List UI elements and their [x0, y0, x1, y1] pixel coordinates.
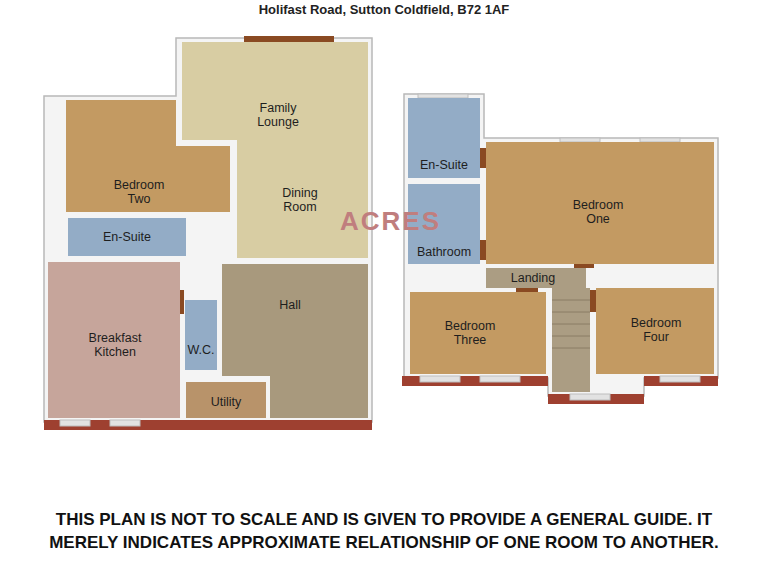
room-area: Hall	[222, 264, 368, 376]
room-label: Bedroom Two	[104, 178, 174, 207]
room-label: Landing	[511, 271, 556, 285]
room-area: Utility	[186, 382, 266, 418]
hall-extension	[270, 376, 368, 418]
stair-well	[552, 288, 590, 392]
room-area: Bedroom Four	[596, 288, 714, 374]
room-label: Hall	[279, 298, 301, 312]
bedroom-extension	[176, 146, 230, 212]
room-label: Bedroom Four	[621, 316, 691, 345]
room-label: Breakfast Kitchen	[75, 331, 155, 360]
room-area: W.C.	[185, 300, 216, 370]
room-area: En-Suite	[408, 98, 480, 178]
room-area: En-Suite	[68, 218, 186, 256]
plan-title: Holifast Road, Sutton Coldfield, B72 1AF	[0, 2, 768, 17]
watermark: ACRES	[340, 206, 441, 236]
plan-disclaimer: THIS PLAN IS NOT TO SCALE AND IS GIVEN T…	[24, 508, 744, 554]
ground-floor-walls	[44, 38, 372, 422]
room-label: Dining Room	[270, 186, 330, 215]
stair-treads	[552, 300, 590, 348]
room-label: En-Suite	[103, 230, 151, 244]
room-area: Dining Room	[237, 140, 368, 258]
room-area: Bedroom Three	[410, 292, 546, 374]
room-label: Family Lounge	[248, 101, 308, 130]
room-label: Bedroom One	[563, 198, 633, 227]
room-label: En-Suite	[420, 158, 468, 172]
room-label: Bathroom	[417, 245, 471, 259]
first-floor-walls	[404, 94, 718, 396]
room-label: Utility	[211, 395, 242, 409]
room-area: Bedroom Two	[66, 100, 176, 212]
room-label: W.C.	[187, 343, 214, 357]
room-area: Landing	[486, 268, 586, 288]
room-area: Breakfast Kitchen	[48, 262, 180, 418]
room-label: Bedroom Three	[435, 319, 505, 348]
room-area: Bedroom One	[486, 142, 714, 264]
room-area: Family Lounge	[182, 42, 368, 140]
